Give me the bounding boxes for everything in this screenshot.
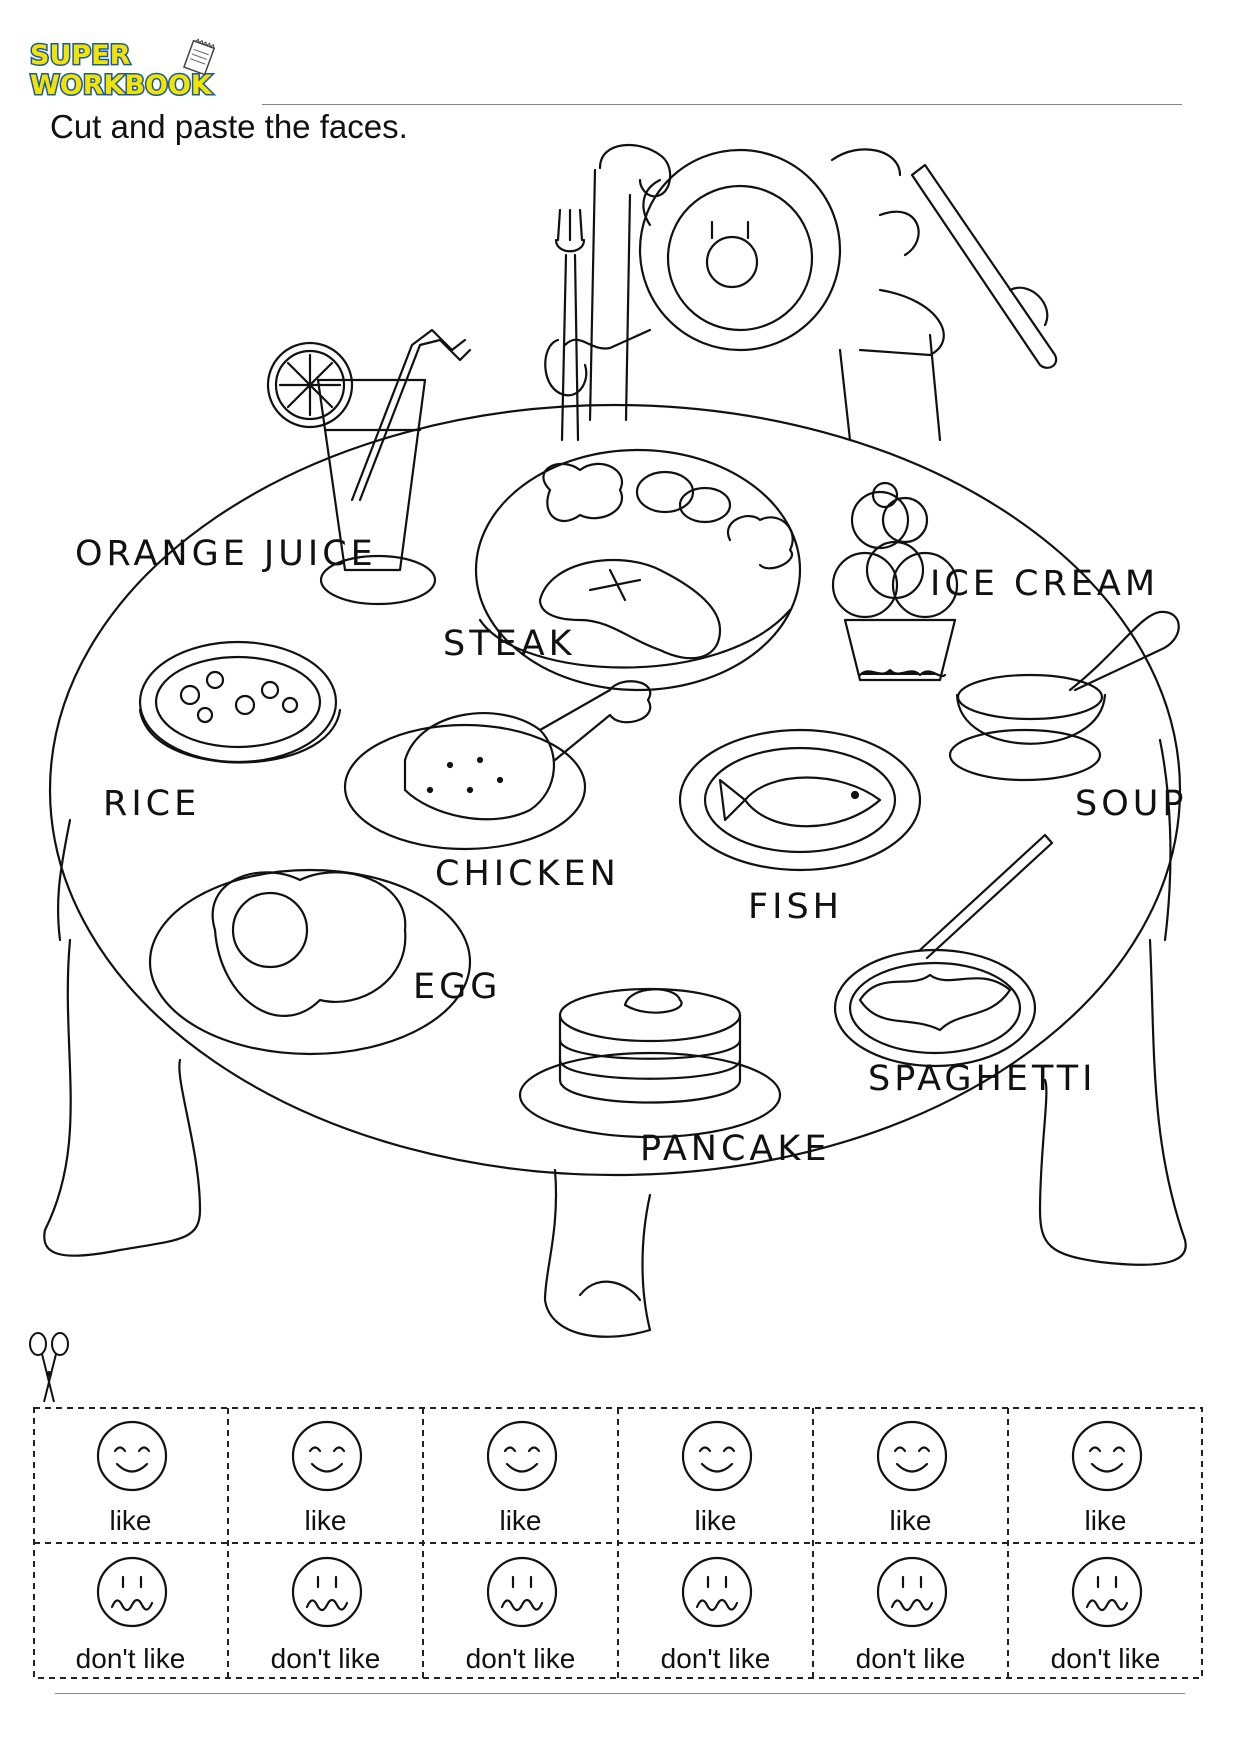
cut-out-faces-grid: like like like like like like don't like: [33, 1407, 1203, 1679]
orange-juice-illustration: [266, 328, 472, 606]
dislike-caption: don't like: [855, 1643, 966, 1674]
egg-illustration: [148, 868, 472, 1056]
food-label-spaghetti: SPAGHETTI: [868, 1059, 1096, 1099]
food-label-steak: STEAK: [443, 624, 576, 664]
smiley-face-icon: [291, 1420, 363, 1492]
wavy-mouth-face-icon: [681, 1556, 753, 1628]
dislike-caption: don't like: [660, 1643, 771, 1674]
dislike-face-card[interactable]: don't like: [33, 1543, 228, 1679]
food-label-rice: RICE: [103, 784, 200, 824]
pancake-illustration: [518, 987, 782, 1139]
dislike-face-card[interactable]: don't like: [618, 1543, 813, 1679]
wavy-mouth-face-icon: [1071, 1556, 1143, 1628]
like-face-card[interactable]: like: [1008, 1407, 1203, 1543]
scissors-icon: [29, 1332, 69, 1403]
header-divider: [262, 104, 1182, 105]
soup-illustration: [948, 610, 1180, 782]
smiley-face-icon: [1071, 1420, 1143, 1492]
ice-cream-illustration: [831, 481, 959, 682]
dashed-cut-lines: [33, 1407, 1203, 1679]
like-face-card[interactable]: like: [813, 1407, 1008, 1543]
fish-illustration: [678, 728, 922, 872]
food-label-chicken: CHICKEN: [435, 854, 620, 894]
chicken-illustration: [343, 680, 652, 851]
food-label-orange-juice: ORANGE JUICE: [75, 534, 377, 574]
like-caption: like: [694, 1505, 737, 1536]
table-illustration: ORANGE JUICE STEAK ICE CREAM RICE SOUP C…: [43, 143, 1188, 1338]
like-face-card[interactable]: like: [423, 1407, 618, 1543]
character-illustration: [544, 143, 1058, 442]
like-face-card[interactable]: like: [618, 1407, 813, 1543]
smiley-face-icon: [681, 1420, 753, 1492]
smiley-face-icon: [96, 1420, 168, 1492]
spaghetti-illustration: [833, 833, 1054, 1068]
footer-divider: [55, 1693, 1185, 1694]
like-caption: like: [109, 1505, 152, 1536]
logo-line-1: SUPER: [28, 40, 131, 71]
dislike-caption: don't like: [75, 1643, 186, 1674]
notepad-icon: [182, 38, 216, 76]
wavy-mouth-face-icon: [291, 1556, 363, 1628]
table-legs: [43, 938, 1187, 1338]
like-caption: like: [304, 1505, 347, 1536]
dislike-caption: don't like: [1050, 1643, 1161, 1674]
dislike-caption: don't like: [270, 1643, 381, 1674]
food-label-soup: SOUP: [1075, 784, 1188, 824]
dislike-face-card[interactable]: don't like: [1008, 1543, 1203, 1679]
wavy-mouth-face-icon: [486, 1556, 558, 1628]
super-workbook-logo: SUPER WORKBOOK: [28, 38, 245, 104]
food-label-egg: EGG: [413, 967, 501, 1007]
instruction-text: Cut and paste the faces.: [50, 108, 408, 145]
smiley-face-icon: [486, 1420, 558, 1492]
like-caption: like: [889, 1505, 932, 1536]
dislike-face-card[interactable]: don't like: [228, 1543, 423, 1679]
food-label-fish: FISH: [748, 887, 843, 927]
dislike-face-card[interactable]: don't like: [813, 1543, 1008, 1679]
like-caption: like: [1084, 1505, 1127, 1536]
like-face-card[interactable]: like: [33, 1407, 228, 1543]
wavy-mouth-face-icon: [96, 1556, 168, 1628]
smiley-face-icon: [876, 1420, 948, 1492]
logo-line-2: WORKBOOK: [29, 70, 214, 101]
steak-illustration: [474, 448, 802, 692]
table-top: [48, 403, 1182, 1177]
like-face-card[interactable]: like: [228, 1407, 423, 1543]
food-label-ice-cream: ICE CREAM: [930, 564, 1159, 604]
rice-illustration: [138, 640, 342, 764]
dislike-caption: don't like: [465, 1643, 576, 1674]
like-caption: like: [499, 1505, 542, 1536]
food-label-pancake: PANCAKE: [640, 1129, 830, 1169]
dislike-face-card[interactable]: don't like: [423, 1543, 618, 1679]
wavy-mouth-face-icon: [876, 1556, 948, 1628]
